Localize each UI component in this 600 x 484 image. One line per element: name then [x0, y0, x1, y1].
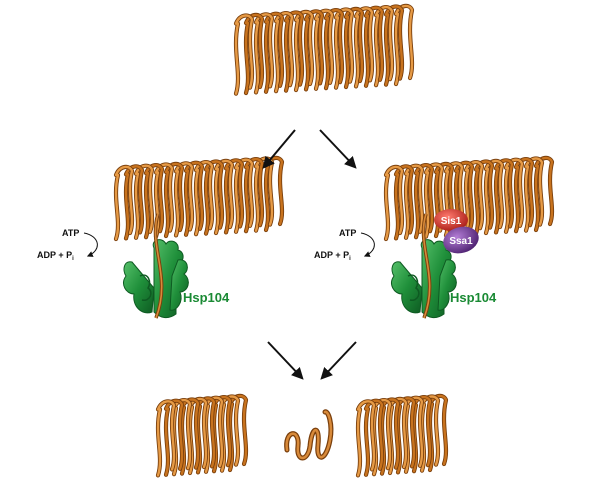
- fibril-strand: [404, 164, 424, 239]
- fibril-strand: [484, 159, 504, 235]
- fibril-strand: [504, 158, 524, 233]
- fibril-strand: [314, 9, 334, 90]
- fibril-strand: [254, 13, 274, 94]
- fibril-strand: [274, 11, 294, 93]
- atp-cycle-left: ATP ADP + Pi: [37, 228, 98, 262]
- fibril-strand: [264, 12, 284, 93]
- fibril-strand: [524, 157, 544, 232]
- fibril-strand: [334, 8, 354, 89]
- fibril-strand: [194, 160, 214, 236]
- fibril-middle-left-back: [113, 155, 285, 242]
- arrow-top-to-left: [262, 129, 296, 169]
- fibril-strand: [164, 399, 184, 476]
- fibril-strand: [174, 162, 194, 237]
- fibril-strand: [124, 165, 144, 240]
- fibril-strand: [204, 160, 224, 235]
- fibril-strand: [384, 5, 404, 86]
- fibril-strand: [356, 400, 376, 477]
- fibril-strand: [184, 161, 204, 236]
- fibril-strand: [304, 10, 324, 91]
- fibril-strand: [394, 4, 414, 86]
- hsp104-hexamer-right: [391, 213, 457, 319]
- fibril-strand: [214, 159, 234, 235]
- ssa1-label: Ssa1: [449, 236, 473, 247]
- hsp104-hexamer-left: [123, 213, 189, 319]
- arrow-top-to-right: [319, 129, 357, 169]
- fibril-strand: [114, 165, 134, 241]
- fibril-bottom-right: [355, 393, 449, 478]
- fibril-strand: [364, 399, 384, 476]
- fibril-strand: [394, 165, 414, 240]
- fibril-strand: [494, 159, 514, 234]
- sis1-protein: Sis1: [434, 209, 468, 231]
- fibril-strand: [364, 6, 384, 87]
- fibril-strand: [244, 157, 264, 233]
- arrow-left-to-bottom: [267, 341, 304, 380]
- fibril-strand: [164, 162, 184, 238]
- fibril-strand: [534, 156, 554, 232]
- unfolded-polypeptide-highlight: [285, 410, 333, 460]
- fibril-strand: [514, 157, 534, 233]
- fibril-strand: [134, 164, 154, 239]
- hsp104-label-right: Hsp104: [450, 290, 497, 305]
- fibril-strand: [374, 5, 394, 87]
- atp-label-right: ATP: [339, 228, 356, 238]
- hsp104-label-left: Hsp104: [183, 290, 230, 305]
- fibril-strand: [144, 163, 164, 239]
- sis1-label: Sis1: [441, 216, 462, 227]
- fibril-middle-right-back: [383, 155, 555, 242]
- fibril-strand: [284, 11, 304, 92]
- fibril-strand: [384, 165, 404, 241]
- fibril-strand: [244, 13, 264, 95]
- fibril-strand: [354, 7, 374, 88]
- fibril-bottom-left: [155, 393, 249, 478]
- fibril-strand: [156, 400, 176, 477]
- fibril-strand: [344, 7, 364, 89]
- ssa1-protein: Ssa1: [443, 226, 479, 254]
- fibril-strand: [324, 8, 344, 90]
- fibril-strand: [234, 14, 254, 95]
- atp-cycle-right: ATP ADP + Pi: [314, 228, 375, 262]
- fibril-strand: [224, 159, 244, 234]
- fibril-strand: [294, 10, 314, 92]
- atp-cycle-arrow-left: [83, 232, 98, 257]
- fibril-strand: [234, 158, 254, 233]
- adp-label-left: ADP + Pi: [37, 250, 74, 262]
- atp-cycle-arrow-right: [360, 232, 375, 257]
- atp-label-left: ATP: [62, 228, 79, 238]
- fibril-top: [233, 3, 415, 96]
- fibril-strand: [414, 163, 434, 239]
- fibril-strand: [474, 160, 494, 235]
- arrow-right-to-bottom: [320, 341, 357, 380]
- adp-label-right: ADP + Pi: [314, 250, 351, 262]
